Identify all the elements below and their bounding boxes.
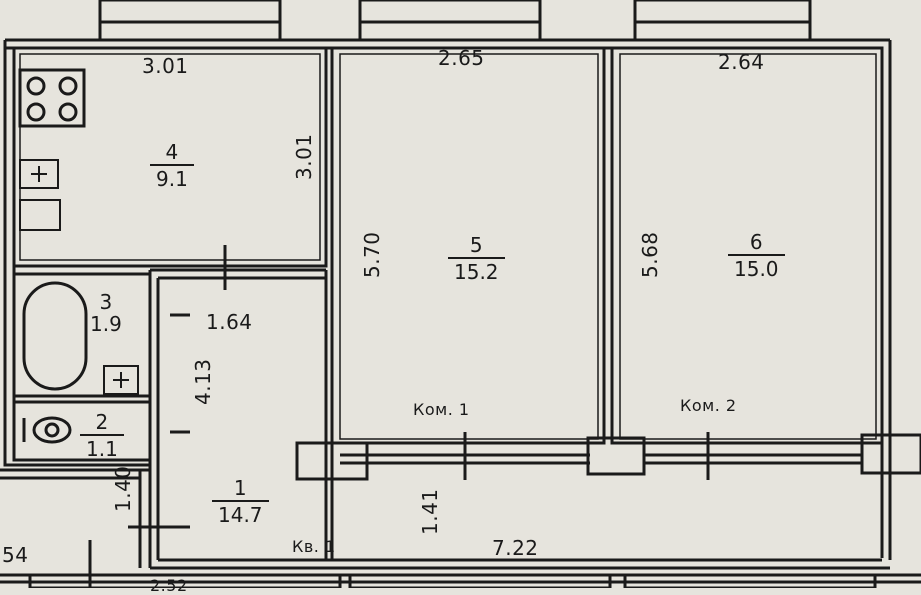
window-2: [358, 0, 542, 42]
outer-wall-left: [3, 40, 150, 467]
room5-width: 2.65: [438, 46, 485, 70]
stove: [18, 68, 86, 128]
hall-extra: 1.41: [418, 488, 442, 535]
bathtub: [22, 281, 88, 391]
window-3: [633, 0, 812, 42]
kitchen-wall: [12, 46, 328, 268]
wc-wall: [12, 400, 152, 462]
sink: [103, 365, 139, 395]
room6-width: 2.64: [718, 50, 765, 74]
room5-name: Ком. 1: [413, 400, 470, 419]
left-edge-label: 54: [2, 543, 29, 567]
kitchen-sink: [19, 159, 59, 189]
room5-height: 5.70: [360, 231, 384, 278]
hall-extra-height: 1.40: [111, 465, 135, 512]
column-2: [586, 436, 646, 476]
room6-name: Ком. 2: [680, 396, 737, 415]
bathroom-wall: [12, 272, 152, 398]
window-1: [98, 0, 282, 42]
kitchen-width: 3.01: [142, 54, 189, 78]
apartment-label: Кв. 1: [292, 537, 336, 556]
column-3: [860, 433, 921, 475]
hall-width: 1.64: [206, 310, 253, 334]
column-1: [295, 441, 369, 481]
kitchen-height: 3.01: [292, 133, 316, 180]
room6-height: 5.68: [638, 231, 662, 278]
room5-wall: [330, 46, 606, 445]
bottom-edge-label: 2.52: [150, 576, 188, 595]
hall-length: 7.22: [492, 536, 539, 560]
toilet: [32, 416, 72, 444]
room6-wall: [610, 46, 884, 445]
hall-height: 4.13: [191, 358, 215, 405]
